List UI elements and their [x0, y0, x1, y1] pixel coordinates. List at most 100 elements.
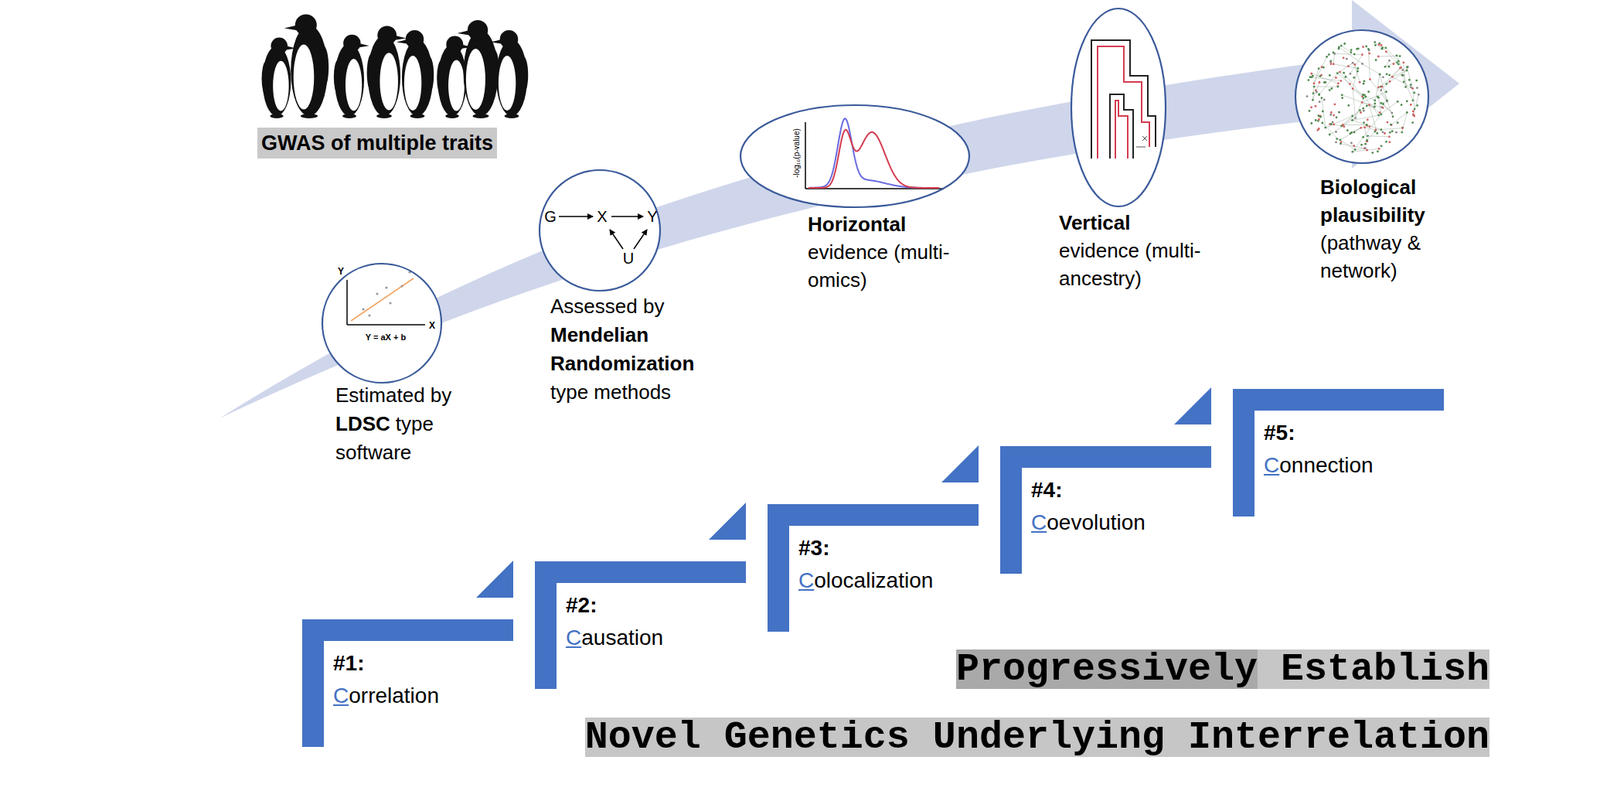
penguin-beak	[284, 24, 299, 31]
tree-line	[1115, 100, 1128, 159]
network-dot	[1380, 44, 1383, 47]
network-link	[1361, 91, 1386, 103]
network-dot	[1366, 119, 1369, 122]
caption-text: Estimated by	[335, 381, 491, 410]
network-dot	[1378, 73, 1382, 76]
network-dot	[1363, 125, 1366, 129]
network-dot	[1368, 78, 1372, 81]
network-link	[1386, 70, 1407, 85]
network-link	[1352, 88, 1355, 119]
step-bar	[767, 503, 979, 632]
data-point	[375, 292, 378, 295]
penguin-body	[496, 39, 528, 116]
network-dot	[1412, 115, 1416, 118]
caption: Verticalevidence (multi-ancestry)	[1058, 208, 1245, 293]
network-link	[1340, 125, 1367, 140]
network-link	[1368, 105, 1380, 113]
network-dot	[1339, 138, 1342, 141]
network-link	[1350, 127, 1362, 134]
caption: Assessed byMendelian Randomizationtype m…	[550, 292, 744, 407]
penguin-belly	[498, 55, 516, 111]
network-dot	[1340, 124, 1343, 127]
network-dot	[1392, 62, 1396, 65]
network-link	[1369, 79, 1387, 103]
step-outline	[1232, 388, 1444, 517]
heading-text: Biological plausibility	[1320, 173, 1471, 229]
caption-text: evidence (multi-omics)	[807, 238, 974, 294]
circle-node: Verticalevidence (multi-ancestry)	[1055, 5, 1248, 296]
network-dot	[1340, 79, 1343, 82]
step-outline	[1000, 445, 1212, 574]
penguin-beak	[490, 39, 503, 45]
step-text: #2:Causation	[565, 588, 752, 654]
network-link	[1362, 64, 1381, 75]
network-dot	[1337, 85, 1340, 88]
network-dot	[1411, 121, 1414, 124]
network-link	[1340, 143, 1365, 149]
network-dot	[1345, 57, 1349, 61]
network-dot	[1338, 71, 1342, 74]
network-dot	[1347, 104, 1350, 107]
network-link	[1365, 127, 1368, 142]
caption: Horizontalevidence (multi-omics)	[807, 210, 974, 294]
network-dot	[1351, 115, 1354, 118]
data-point	[400, 284, 403, 287]
dag-arrow	[558, 215, 593, 218]
heading-text: Horizontal	[807, 210, 974, 239]
network-dot	[1353, 131, 1356, 134]
network-link	[1350, 54, 1363, 75]
network-dot	[1385, 90, 1388, 93]
network-link	[1338, 47, 1362, 65]
network-link	[1352, 88, 1364, 99]
circle-border	[322, 263, 442, 383]
penguin-head	[295, 13, 317, 36]
title-row: ProgressivelyEstablish	[956, 649, 1490, 689]
network-link	[1402, 74, 1413, 101]
network-dot	[1363, 80, 1366, 83]
network-dot	[1314, 119, 1318, 122]
dag-arrow	[611, 215, 644, 218]
banner-text: Establish	[1257, 649, 1490, 689]
network-dot	[1365, 139, 1369, 142]
network-link	[1322, 122, 1342, 143]
network-dot	[1405, 69, 1409, 72]
network-dot	[1360, 143, 1363, 147]
step-shape: #1:Correlation	[302, 619, 514, 747]
step-text: #1:Correlation	[333, 646, 519, 712]
network-dot	[1395, 131, 1398, 134]
network-link	[1334, 54, 1363, 55]
network-dot	[1355, 47, 1359, 51]
network-link	[1342, 110, 1360, 126]
network-dot	[1386, 121, 1389, 124]
network-dot	[1365, 105, 1369, 108]
network-link	[1321, 98, 1326, 128]
network-link	[1378, 97, 1382, 115]
circle-outline	[738, 103, 971, 209]
network-dot	[1314, 88, 1318, 92]
step-triangle	[708, 502, 746, 540]
network-dot	[1391, 129, 1394, 133]
network-dot	[1332, 114, 1335, 117]
network-dot	[1416, 104, 1419, 107]
network-dot	[1317, 118, 1321, 121]
circle-fill	[322, 263, 442, 383]
step-text: #5:Connection	[1263, 416, 1450, 482]
circle-outline	[1069, 6, 1168, 208]
network-dot	[1385, 98, 1389, 102]
network-dot	[1308, 109, 1311, 113]
network-dot	[1349, 72, 1352, 75]
axis-line	[347, 323, 426, 326]
network-link	[1386, 100, 1393, 117]
network-dot	[1353, 63, 1356, 66]
circle-outline	[1293, 28, 1430, 165]
figure-label: X	[596, 207, 607, 226]
network-dot	[1356, 67, 1359, 70]
network-dot	[1307, 78, 1311, 82]
network-dot	[1374, 129, 1377, 132]
step-outline	[767, 503, 979, 632]
network-link	[1354, 64, 1361, 82]
network-link	[1314, 68, 1319, 84]
penguin-body	[262, 45, 292, 116]
penguin-feet	[445, 113, 460, 119]
network-dot	[1378, 43, 1381, 46]
